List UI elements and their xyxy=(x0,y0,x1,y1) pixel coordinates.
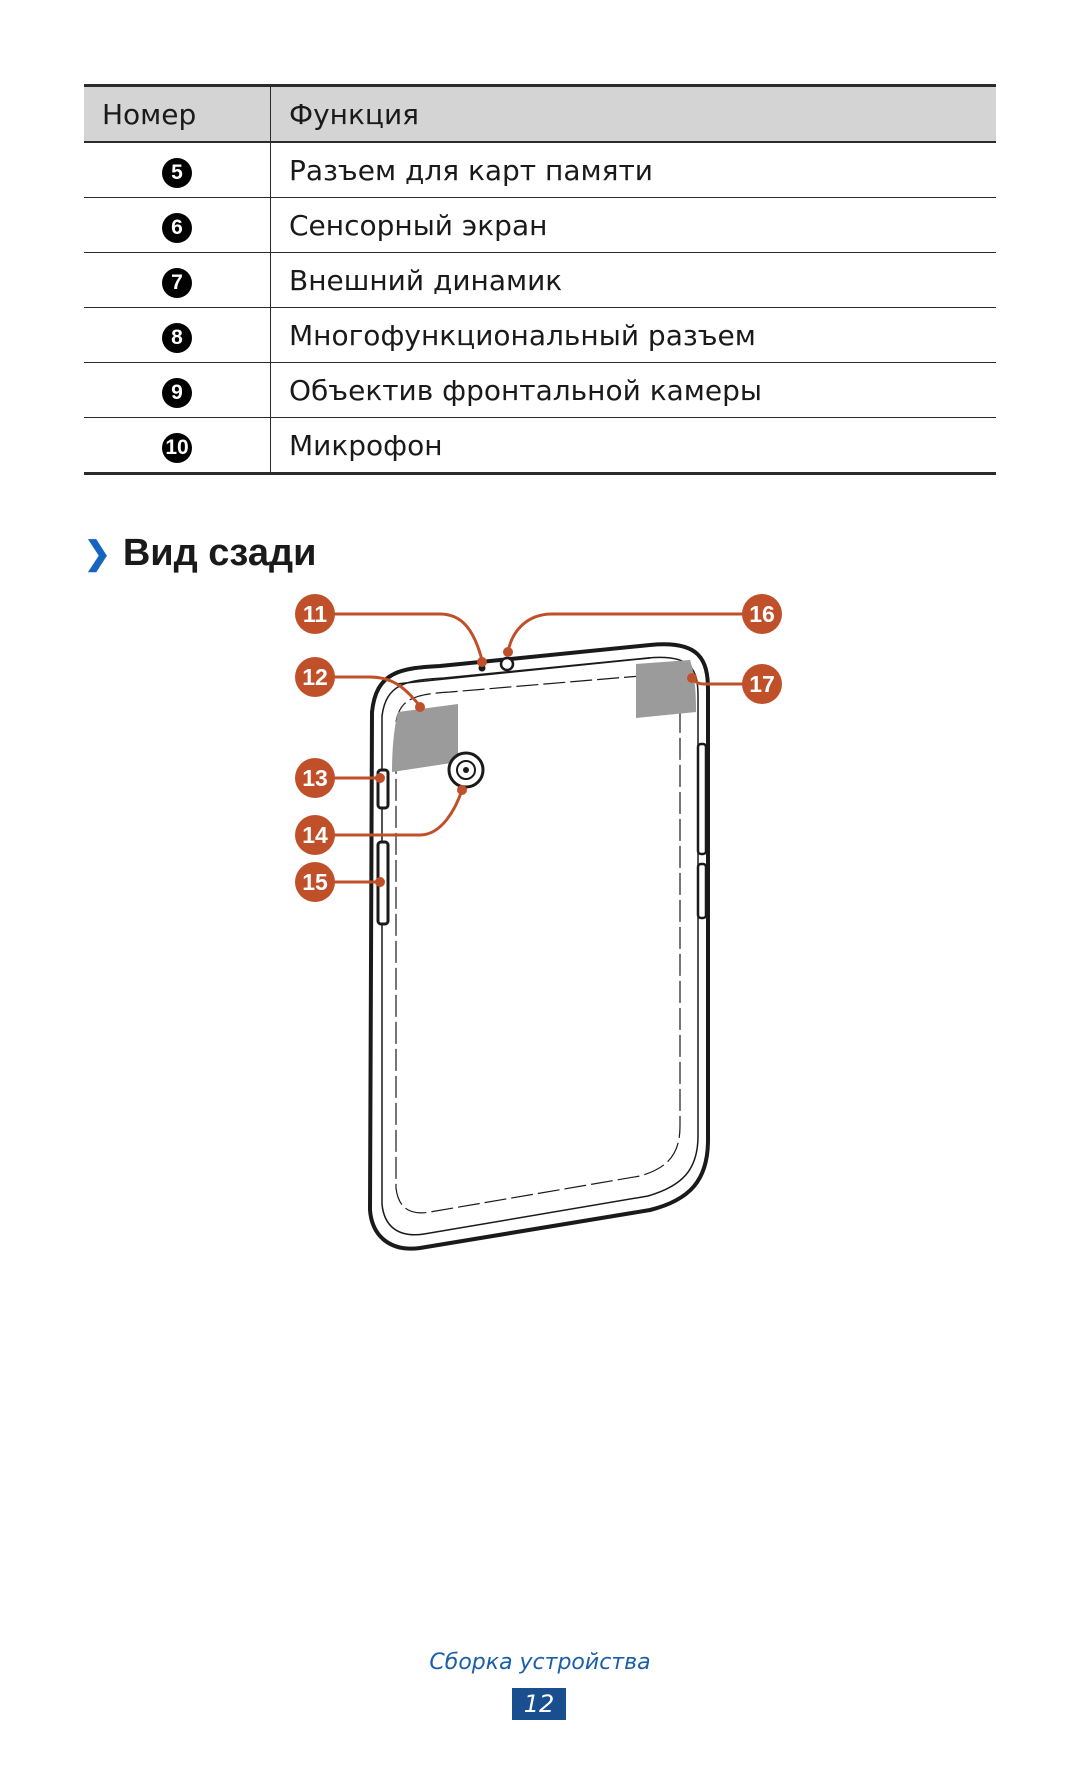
number-badge: 7 xyxy=(162,267,192,298)
number-badge: 9 xyxy=(162,377,192,408)
function-cell: Объектив фронтальной камеры xyxy=(289,373,762,407)
number-badge: 5 xyxy=(162,157,192,188)
antenna-areas xyxy=(392,660,696,772)
header-function: Функция xyxy=(289,97,419,131)
page-number: 12 xyxy=(512,1688,566,1720)
svg-text:14: 14 xyxy=(302,822,328,848)
callout-13: 13 xyxy=(295,758,335,798)
svg-text:17: 17 xyxy=(749,671,775,697)
function-cell: Микрофон xyxy=(289,428,443,462)
table-header-row: Номер Функция xyxy=(84,85,996,142)
callout-14: 14 xyxy=(295,815,335,855)
table-row: 10 Микрофон xyxy=(84,417,996,474)
section-title: Вид сзади xyxy=(122,531,317,574)
svg-text:11: 11 xyxy=(303,601,328,627)
function-cell: Многофункциональный разъем xyxy=(289,318,756,352)
callout-11: 11 xyxy=(295,594,335,634)
section-heading: ❯ Вид сзади xyxy=(84,528,316,578)
callout-endpoints xyxy=(375,647,697,887)
left-side-keys xyxy=(376,768,390,926)
function-cell: Сенсорный экран xyxy=(289,208,548,242)
footer-section-name: Сборка устройства xyxy=(429,1650,651,1675)
table-row: 5 Разъем для карт памяти xyxy=(84,142,996,198)
header-number: Номер xyxy=(84,85,271,142)
svg-text:12: 12 xyxy=(302,664,328,690)
number-badge: 10 xyxy=(162,432,192,463)
rear-camera xyxy=(447,751,485,789)
function-cell: Разъем для карт памяти xyxy=(289,153,653,187)
callout-17: 17 xyxy=(742,664,782,704)
right-side-slots xyxy=(696,742,708,920)
number-badge: 6 xyxy=(162,212,192,243)
callout-15: 15 xyxy=(295,862,335,902)
callout-12: 12 xyxy=(295,657,335,697)
number-badge: 8 xyxy=(162,322,192,353)
svg-text:13: 13 xyxy=(302,765,328,791)
function-cell: Внешний динамик xyxy=(289,263,563,297)
table-row: 6 Сенсорный экран xyxy=(84,197,996,253)
table-row: 8 Многофункциональный разъем xyxy=(84,307,996,363)
table-row: 9 Объектив фронтальной камеры xyxy=(84,362,996,418)
table-row: 7 Внешний динамик xyxy=(84,252,996,308)
chevron-right-icon: ❯ xyxy=(84,535,111,571)
callout-16: 16 xyxy=(742,594,782,634)
function-table: Номер Функция 5 Разъем для карт памяти 6… xyxy=(84,84,996,475)
svg-text:16: 16 xyxy=(749,601,775,627)
svg-text:15: 15 xyxy=(302,869,328,895)
